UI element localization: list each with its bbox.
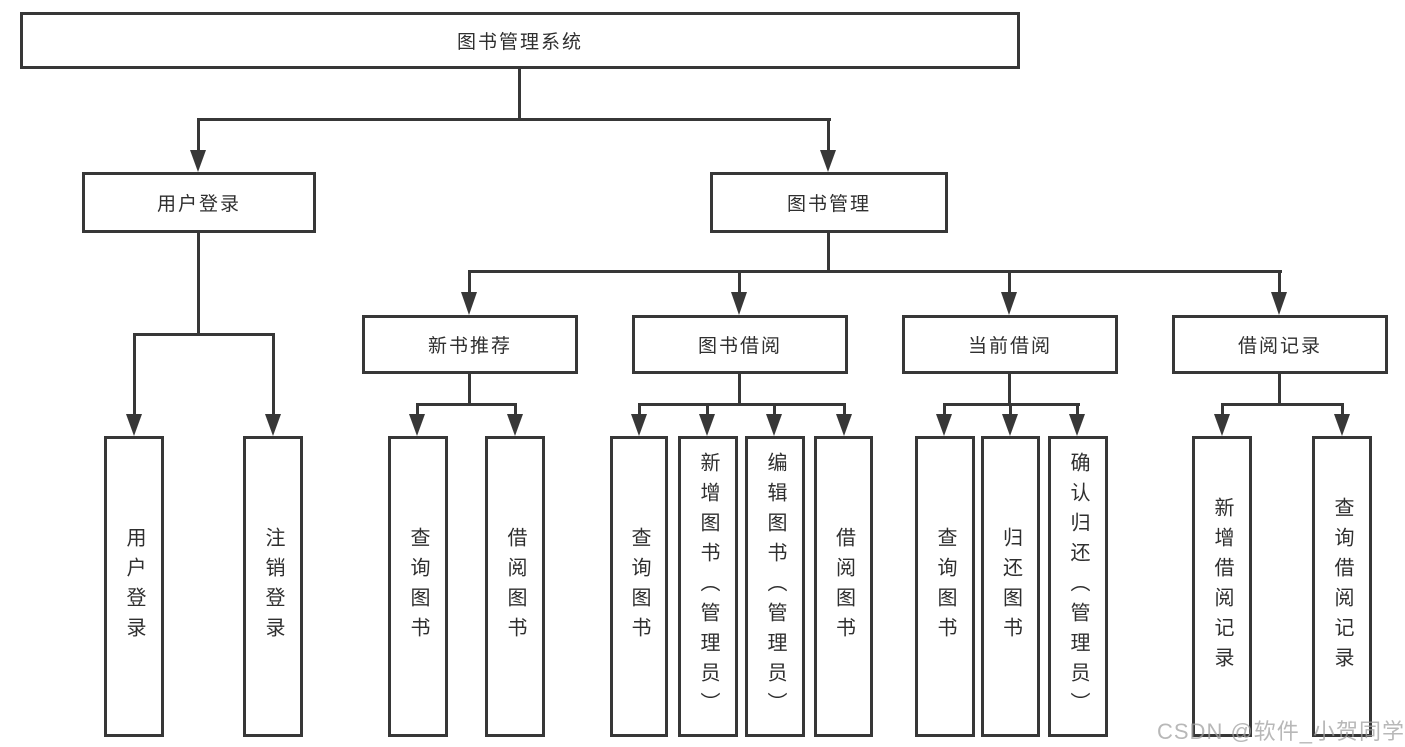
node-user-login-label: 用户登录 <box>156 194 241 215</box>
connector-line <box>1009 403 1012 417</box>
connector-line <box>827 232 830 273</box>
connector-line <box>133 333 275 336</box>
node-book-management: 图书管理 <box>710 172 948 233</box>
arrowhead-down-icon <box>1001 292 1017 315</box>
leaf-query-borrow-record-label: 查询借阅记录 <box>1331 496 1353 677</box>
connector-line <box>468 270 471 296</box>
arrowhead-down-icon <box>1214 414 1230 436</box>
leaf-add-borrow-record-label: 新增借阅记录 <box>1211 496 1233 677</box>
arrowhead-down-icon <box>126 414 142 436</box>
leaf-add-books-admin: 新增图书（管理员） <box>678 436 738 737</box>
leaf-query-books-current: 查询图书 <box>915 436 975 737</box>
connector-line <box>1221 403 1224 417</box>
arrowhead-down-icon <box>731 292 747 315</box>
node-book-management-label: 图书管理 <box>786 194 871 215</box>
leaf-add-books-admin-label: 新增图书（管理员） <box>697 451 719 722</box>
connector-line <box>133 333 136 417</box>
connector-line <box>1008 373 1011 406</box>
node-current-borrowing-label: 当前借阅 <box>967 336 1052 357</box>
arrowhead-down-icon <box>409 414 425 436</box>
arrowhead-down-icon <box>265 414 281 436</box>
leaf-query-books-borrowing-label: 查询图书 <box>628 526 650 647</box>
leaf-borrow-books-recommend: 借阅图书 <box>485 436 545 737</box>
leaf-edit-books-admin-label: 编辑图书（管理员） <box>764 451 786 722</box>
node-current-borrowing: 当前借阅 <box>902 315 1118 374</box>
arrowhead-down-icon <box>936 414 952 436</box>
connector-line <box>706 403 709 417</box>
node-root-label: 图书管理系统 <box>456 32 583 53</box>
leaf-query-borrow-record: 查询借阅记录 <box>1312 436 1372 737</box>
arrowhead-down-icon <box>1069 414 1085 436</box>
arrowhead-down-icon <box>507 414 523 436</box>
leaf-user-login-label: 用户登录 <box>123 526 145 647</box>
node-borrowing-records: 借阅记录 <box>1172 315 1388 374</box>
leaf-logout-label: 注销登录 <box>262 526 284 647</box>
node-new-book-recommend: 新书推荐 <box>362 315 578 374</box>
leaf-user-login: 用户登录 <box>104 436 164 737</box>
connector-line <box>738 373 741 406</box>
connector-line <box>514 403 517 417</box>
leaf-confirm-return-admin: 确认归还（管理员） <box>1048 436 1108 737</box>
leaf-logout: 注销登录 <box>243 436 303 737</box>
connector-line <box>1076 403 1079 417</box>
connector-line <box>1278 373 1281 406</box>
connector-line <box>1008 270 1011 296</box>
node-new-book-recommend-label: 新书推荐 <box>427 336 512 357</box>
connector-line <box>1221 403 1344 406</box>
leaf-return-books-label: 归还图书 <box>999 526 1022 647</box>
node-book-borrowing: 图书借阅 <box>632 315 848 374</box>
arrowhead-down-icon <box>631 414 647 436</box>
node-root: 图书管理系统 <box>20 12 1020 69</box>
arrowhead-down-icon <box>190 150 206 172</box>
watermark: CSDN @软件_小贺同学 <box>1157 719 1405 744</box>
connector-line <box>638 403 641 417</box>
leaf-confirm-return-admin-label: 确认归还（管理员） <box>1067 451 1089 722</box>
arrowhead-down-icon <box>1002 414 1018 436</box>
leaf-borrow-books-borrowing: 借阅图书 <box>814 436 873 737</box>
connector-line <box>416 403 419 417</box>
arrowhead-down-icon <box>699 414 715 436</box>
arrowhead-down-icon <box>766 414 782 436</box>
connector-line <box>518 68 521 121</box>
arrowhead-down-icon <box>820 150 836 172</box>
connector-line <box>272 333 275 417</box>
connector-line <box>468 270 1282 273</box>
arrowhead-down-icon <box>836 414 852 436</box>
arrowhead-down-icon <box>1334 414 1350 436</box>
connector-line <box>827 118 830 154</box>
connector-line <box>843 403 846 417</box>
leaf-query-books-current-label: 查询图书 <box>934 526 956 647</box>
connector-line <box>468 373 471 406</box>
arrowhead-down-icon <box>1271 292 1287 315</box>
node-book-borrowing-label: 图书借阅 <box>697 336 782 357</box>
node-user-login: 用户登录 <box>82 172 316 233</box>
connector-line <box>738 270 741 296</box>
connector-line <box>197 118 200 154</box>
node-borrowing-records-label: 借阅记录 <box>1237 336 1322 357</box>
connector-line <box>638 403 846 406</box>
leaf-edit-books-admin: 编辑图书（管理员） <box>745 436 805 737</box>
connector-line <box>943 403 946 417</box>
arrowhead-down-icon <box>461 292 477 315</box>
leaf-query-books-recommend: 查询图书 <box>388 436 448 737</box>
connector-line <box>1341 403 1344 417</box>
leaf-borrow-books-recommend-label: 借阅图书 <box>504 526 526 647</box>
leaf-query-books-recommend-label: 查询图书 <box>407 526 429 647</box>
leaf-return-books: 归还图书 <box>981 436 1040 737</box>
connector-line <box>773 403 776 417</box>
connector-line <box>416 403 517 406</box>
connector-line <box>1278 270 1281 296</box>
leaf-borrow-books-borrowing-label: 借阅图书 <box>832 526 855 647</box>
connector-line <box>197 118 831 121</box>
leaf-add-borrow-record: 新增借阅记录 <box>1192 436 1252 737</box>
leaf-query-books-borrowing: 查询图书 <box>610 436 668 737</box>
connector-line <box>197 232 200 336</box>
